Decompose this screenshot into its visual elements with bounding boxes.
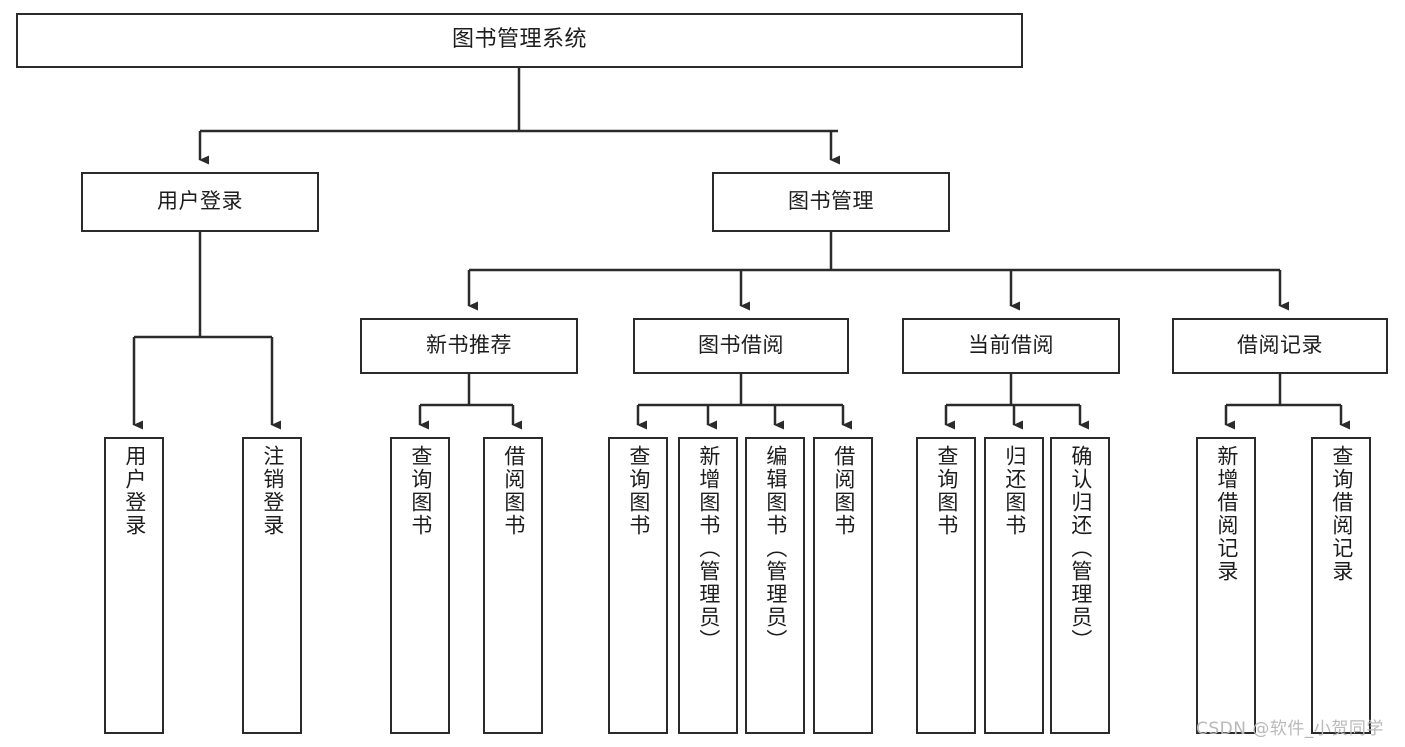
node-root-label: 图书管理系统 bbox=[451, 27, 587, 53]
node-leaf-user-login[interactable]: 用户登录 bbox=[104, 437, 164, 734]
node-leaf-query-book-1-label: 查询图书 bbox=[408, 445, 433, 537]
edges-book-borrow-to-leaves bbox=[636, 374, 852, 430]
node-leaf-add-record-label: 新增借阅记录 bbox=[1214, 445, 1239, 583]
node-leaf-return-book[interactable]: 归还图书 bbox=[984, 437, 1044, 734]
edges-user-login-to-leaves bbox=[132, 232, 281, 430]
node-leaf-user-login-label: 用户登录 bbox=[122, 445, 147, 537]
node-new-book-recommend-label: 新书推荐 bbox=[426, 333, 512, 358]
node-leaf-query-record-label: 查询借阅记录 bbox=[1329, 445, 1354, 583]
node-book-manage[interactable]: 图书管理 bbox=[712, 172, 950, 232]
node-leaf-borrow-book-1-label: 借阅图书 bbox=[501, 445, 526, 537]
node-leaf-query-book-3[interactable]: 查询图书 bbox=[916, 437, 976, 734]
node-leaf-confirm-return-label: 确认归还（管理员） bbox=[1068, 445, 1093, 652]
node-leaf-return-book-label: 归还图书 bbox=[1002, 445, 1027, 537]
node-leaf-query-book-3-label: 查询图书 bbox=[934, 445, 959, 537]
node-leaf-edit-book[interactable]: 编辑图书（管理员） bbox=[745, 437, 805, 734]
node-current-borrow[interactable]: 当前借阅 bbox=[902, 318, 1120, 374]
node-leaf-query-book-1[interactable]: 查询图书 bbox=[390, 437, 450, 734]
node-borrow-record[interactable]: 借阅记录 bbox=[1172, 318, 1388, 374]
edges-borrow-record-to-leaves bbox=[1224, 374, 1350, 430]
node-book-borrow[interactable]: 图书借阅 bbox=[633, 318, 849, 374]
node-leaf-add-book-label: 新增图书（管理员） bbox=[696, 445, 721, 652]
node-borrow-record-label: 借阅记录 bbox=[1237, 333, 1323, 358]
node-current-borrow-label: 当前借阅 bbox=[968, 333, 1054, 358]
edges-root-to-level2 bbox=[198, 68, 840, 165]
watermark-text: CSDN @软件_小贺同学 bbox=[1196, 719, 1384, 739]
node-user-login-label: 用户登录 bbox=[157, 189, 243, 214]
node-leaf-add-book[interactable]: 新增图书（管理员） bbox=[678, 437, 738, 734]
node-leaf-query-book-2-label: 查询图书 bbox=[626, 445, 651, 537]
node-user-login[interactable]: 用户登录 bbox=[81, 172, 319, 232]
node-root[interactable]: 图书管理系统 bbox=[16, 13, 1023, 68]
node-book-manage-label: 图书管理 bbox=[788, 189, 874, 214]
node-leaf-edit-book-label: 编辑图书（管理员） bbox=[763, 445, 788, 652]
node-leaf-add-record[interactable]: 新增借阅记录 bbox=[1196, 437, 1256, 734]
edges-book-manage-to-level3 bbox=[467, 232, 1289, 311]
node-new-book-recommend[interactable]: 新书推荐 bbox=[360, 318, 578, 374]
node-leaf-borrow-book-2[interactable]: 借阅图书 bbox=[813, 437, 873, 734]
node-leaf-confirm-return[interactable]: 确认归还（管理员） bbox=[1050, 437, 1110, 734]
node-leaf-user-logout[interactable]: 注销登录 bbox=[242, 437, 302, 734]
node-book-borrow-label: 图书借阅 bbox=[698, 333, 784, 358]
edges-current-borrow-to-leaves bbox=[944, 374, 1089, 430]
node-leaf-query-book-2[interactable]: 查询图书 bbox=[608, 437, 668, 734]
edges-new-book-recommend-to-leaves bbox=[418, 374, 522, 430]
node-leaf-borrow-book-1[interactable]: 借阅图书 bbox=[483, 437, 543, 734]
node-leaf-borrow-book-2-label: 借阅图书 bbox=[831, 445, 856, 537]
node-leaf-query-record[interactable]: 查询借阅记录 bbox=[1311, 437, 1371, 734]
node-leaf-user-logout-label: 注销登录 bbox=[260, 445, 285, 537]
